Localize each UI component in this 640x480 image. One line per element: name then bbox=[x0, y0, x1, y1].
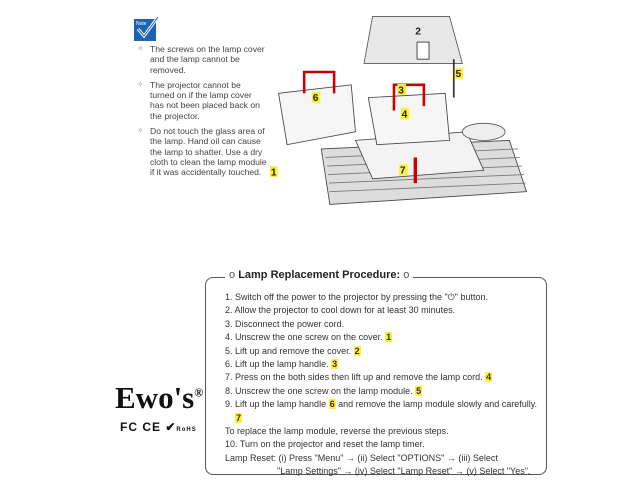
step: 8. Unscrew the one screw on the lamp mod… bbox=[225, 385, 540, 398]
callout-4: 4 bbox=[402, 109, 408, 120]
step-ref: 3 bbox=[331, 359, 339, 370]
step-ref: 7 bbox=[235, 412, 243, 423]
step-text: 2. Allow the projector to cool down for … bbox=[225, 305, 456, 316]
callout-2: 2 bbox=[415, 26, 421, 37]
note-text: The screws on the lamp cover and the lam… bbox=[150, 44, 265, 75]
brand-name: Ewo's bbox=[115, 380, 195, 415]
note-item: ✧Do not touch the glass area of the lamp… bbox=[137, 126, 267, 178]
brand-reg: ® bbox=[194, 385, 204, 400]
step: 6. Lift up the lamp handle. 3 bbox=[225, 358, 540, 371]
step-ref: 6 bbox=[328, 399, 336, 410]
step-text: 7. Press on the both sides then lift up … bbox=[225, 372, 483, 383]
step-text: 3. Disconnect the power cord. bbox=[225, 318, 345, 329]
step: 10. Turn on the projector and reset the … bbox=[225, 439, 425, 450]
note-text: Do not touch the glass area of the lamp.… bbox=[150, 126, 267, 178]
certification-marks: FC CE ✔RoHS bbox=[120, 420, 197, 434]
step-ref: 4 bbox=[485, 372, 493, 383]
step: 9. Lift up the lamp handle 6 and remove … bbox=[225, 398, 540, 411]
callout-6: 6 bbox=[313, 93, 319, 104]
notes-list: ✧The screws on the lamp cover and the la… bbox=[137, 44, 267, 183]
note-icon-label: Note bbox=[136, 21, 147, 27]
step-text: and remove the lamp module slowly and ca… bbox=[338, 399, 538, 410]
step-text: 9. Lift up the lamp handle bbox=[225, 399, 327, 410]
step: 4. Unscrew the one screw on the cover. 1 bbox=[225, 331, 540, 344]
fc-ce-marks: FC CE bbox=[120, 420, 161, 434]
callout-3: 3 bbox=[398, 85, 404, 96]
step-text: 6. Lift up the lamp handle. bbox=[225, 359, 329, 370]
procedure-title-text: Lamp Replacement Procedure: bbox=[238, 269, 401, 281]
step: 1. Switch off the power to the projector… bbox=[225, 291, 540, 304]
step-text: 1. Switch off the power to the projector… bbox=[225, 292, 488, 302]
step: 5. Lift up and remove the cover. 2 bbox=[225, 345, 540, 358]
step-ref: 1 bbox=[385, 332, 393, 343]
callout-5: 5 bbox=[456, 69, 462, 80]
step-text: 8. Unscrew the one screw on the lamp mod… bbox=[225, 385, 413, 396]
note-item: ✧The screws on the lamp cover and the la… bbox=[137, 44, 265, 75]
brand-logo: Ewo's® bbox=[115, 380, 203, 416]
step-continuation: 7 bbox=[225, 412, 540, 425]
callout-1: 1 bbox=[271, 167, 277, 178]
projector-illustration: 1 2 3 4 5 6 7 bbox=[270, 15, 528, 205]
lamp-reset-line: Lamp Reset: (i) Press "Menu" → (ii) Sele… bbox=[225, 452, 498, 463]
step: 2. Allow the projector to cool down for … bbox=[225, 304, 540, 317]
rohs-mark: RoHS bbox=[176, 427, 197, 433]
step-ref: 2 bbox=[353, 345, 361, 356]
note-item: ✧The projector cannot be turned on if th… bbox=[137, 79, 260, 121]
note-check-icon: Note bbox=[134, 16, 159, 41]
replace-note: To replace the lamp module, reverse the … bbox=[225, 426, 449, 437]
step-ref: 5 bbox=[415, 385, 423, 396]
procedure-title: o Lamp Replacement Procedure: o bbox=[225, 269, 414, 281]
step: 3. Disconnect the power cord. bbox=[225, 318, 540, 331]
note-text: The projector cannot be turned on if the… bbox=[150, 79, 260, 121]
step-text: 4. Unscrew the one screw on the cover. bbox=[225, 332, 383, 343]
callout-7: 7 bbox=[400, 166, 406, 177]
step-text: 5. Lift up and remove the cover. bbox=[225, 345, 352, 356]
lamp-reset-line: "Lamp Settings" → (iv) Select "Lamp Rese… bbox=[277, 466, 531, 477]
step: 7. Press on the both sides then lift up … bbox=[225, 371, 540, 384]
procedure-steps: 1. Switch off the power to the projector… bbox=[225, 291, 540, 479]
